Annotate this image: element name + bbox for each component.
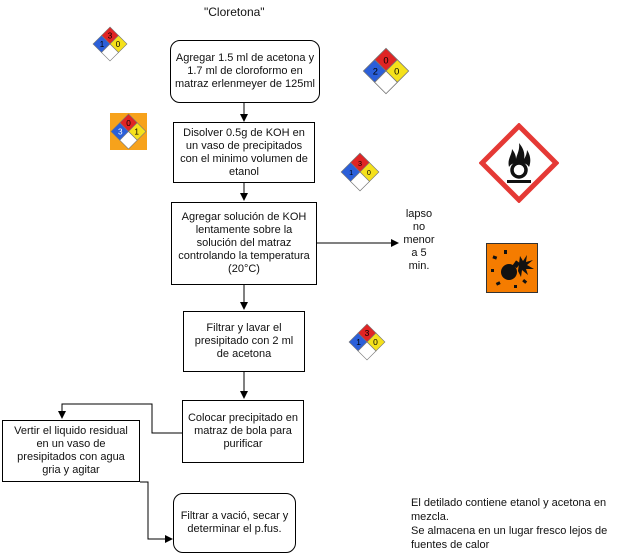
nfpa-fire-value: 3 xyxy=(358,159,362,168)
nfpa-diamond-icon: 3 1 0 xyxy=(92,26,128,62)
nfpa-reactivity-value: 1 xyxy=(134,128,139,137)
exploding-bomb-icon xyxy=(491,250,534,288)
nfpa-reactivity-value: 0 xyxy=(367,168,371,177)
nfpa-reactivity-value: 0 xyxy=(373,337,378,347)
step-box-3: Agregar solución de KOH lentamente sobre… xyxy=(171,202,317,285)
nfpa-reactivity-value: 0 xyxy=(394,66,399,76)
nfpa-diamond-2: 0 2 0 xyxy=(362,47,410,95)
nfpa-diamond-5: 3 1 0 xyxy=(348,323,386,361)
step-box-5: Colocar precipitado en matraz de bola pa… xyxy=(182,400,304,463)
nfpa-fire-value: 0 xyxy=(383,56,388,66)
nfpa-fire-value: 3 xyxy=(365,328,370,338)
storage-note: El detilado contiene etanol y acetona en… xyxy=(411,497,608,551)
nfpa-health-value: 1 xyxy=(349,168,353,177)
nfpa-health-value: 1 xyxy=(100,40,105,49)
nfpa-health-value: 3 xyxy=(118,128,123,137)
nfpa-diamond-4: 3 1 0 xyxy=(340,152,380,192)
time-note: lapso no menor a 5 min. xyxy=(403,208,435,272)
diagram-title: "Cloretona" xyxy=(204,5,265,19)
nfpa-diamond-1: 3 1 0 xyxy=(92,26,128,62)
explosive-pictogram xyxy=(486,243,538,293)
nfpa-fire-value: 3 xyxy=(108,32,113,41)
arrow-residual-step6 xyxy=(140,481,173,543)
nfpa-health-value: 1 xyxy=(356,337,361,347)
nfpa-diamond-3: 0 3 1 xyxy=(110,113,147,150)
nfpa-diamond-icon: 3 1 0 xyxy=(340,152,380,192)
step-box-4: Filtrar y lavar el presipitado con 2 ml … xyxy=(183,311,305,372)
nfpa-diamond-icon: 3 1 0 xyxy=(348,323,386,361)
nfpa-diamond-icon: 0 3 1 xyxy=(110,113,147,150)
step-box-6: Filtrar a vació, secar y determinar el p… xyxy=(173,493,296,553)
nfpa-fire-value: 0 xyxy=(126,119,131,128)
step-box-1: Agregar 1.5 ml de acetona y 1.7 ml de cl… xyxy=(170,40,320,103)
step-box-2: Disolver 0.5g de KOH en un vaso de preci… xyxy=(173,122,315,183)
arrow-step5-residual xyxy=(58,403,182,434)
nfpa-reactivity-value: 0 xyxy=(116,40,121,49)
oxidizer-pictogram xyxy=(478,122,560,204)
residual-liquid-box: Vertir el liquido residual en un vaso de… xyxy=(2,420,140,482)
nfpa-health-value: 2 xyxy=(373,66,378,76)
nfpa-diamond-icon: 0 2 0 xyxy=(362,47,410,95)
flame-over-circle-icon xyxy=(478,122,560,204)
